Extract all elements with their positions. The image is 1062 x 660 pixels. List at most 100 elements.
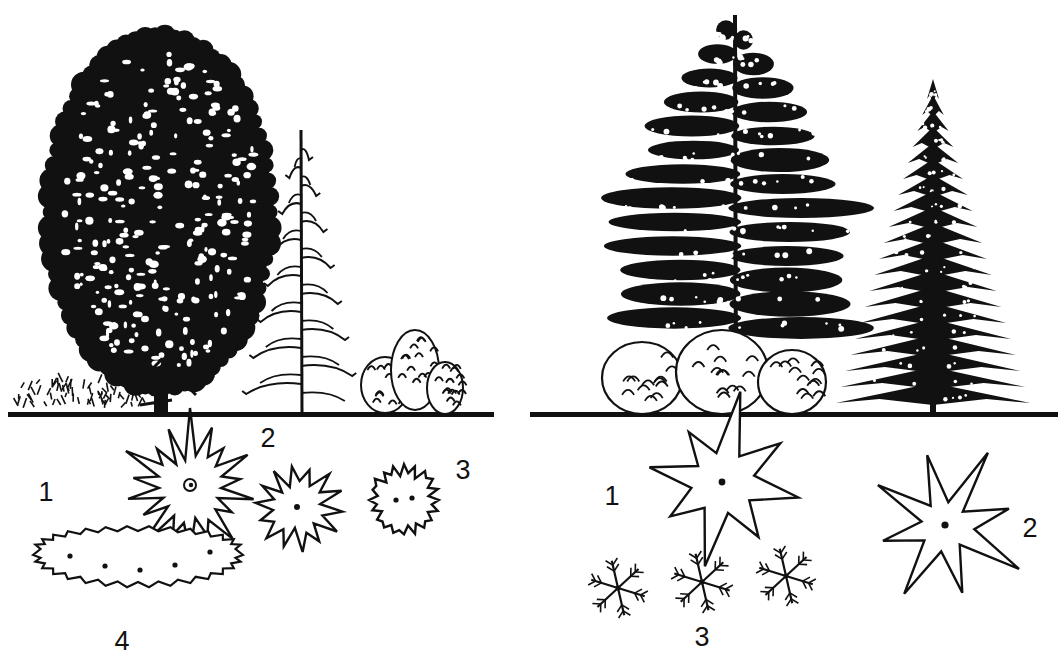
flake-branch — [714, 561, 716, 570]
foliage-tier — [604, 236, 741, 255]
foliage-gap — [943, 397, 947, 401]
herb-stroke — [110, 386, 114, 391]
crown-gap — [221, 328, 227, 335]
foliage-gap — [815, 297, 820, 302]
foliage-gap — [625, 205, 627, 207]
foliage-gap — [704, 79, 709, 84]
foliage-gap — [717, 133, 720, 136]
callout-number: 3 — [455, 457, 470, 484]
young-conifer — [242, 130, 356, 415]
center-dot — [719, 479, 726, 486]
foliage-gap — [798, 128, 801, 131]
herb-stroke — [98, 374, 102, 383]
crown-gap — [77, 219, 83, 222]
foliage-gap — [932, 171, 936, 175]
branch — [301, 248, 322, 257]
flake-branch — [766, 563, 770, 570]
herb-stroke — [66, 376, 69, 382]
flake-branch — [703, 606, 708, 613]
crown-gap — [250, 200, 256, 204]
shrub-texture — [797, 389, 809, 394]
crown-gap — [78, 239, 82, 243]
foliage-gap — [773, 81, 777, 85]
herb-stroke — [114, 387, 116, 395]
flake-branch — [791, 599, 798, 603]
crown-gap — [76, 172, 85, 180]
branch — [301, 320, 333, 329]
shrub-texture — [743, 372, 755, 377]
crown-gap — [123, 168, 133, 175]
foliage-gap — [746, 274, 749, 277]
flake-branch — [635, 589, 642, 593]
shrub-texture — [458, 381, 466, 385]
flake-branch — [688, 594, 690, 603]
herb-stroke — [120, 394, 124, 399]
crown-gap — [102, 240, 106, 247]
shrub-clump — [427, 362, 463, 414]
foliage-tier — [836, 383, 1030, 405]
branch — [301, 185, 320, 196]
herb-stroke — [126, 395, 129, 404]
foliage-gap — [664, 129, 670, 135]
crown-gap — [122, 60, 131, 65]
crown-gap — [91, 250, 98, 255]
herb-stroke — [121, 402, 125, 407]
foliage-gap — [716, 39, 720, 43]
flake-branch — [691, 560, 698, 565]
herb-stroke — [52, 381, 56, 387]
shrub-texture — [717, 388, 729, 393]
crown-gap — [227, 109, 234, 116]
crown-gap — [154, 279, 157, 286]
crown-gap — [199, 172, 206, 178]
crown-gap — [157, 205, 162, 209]
crown-gap — [190, 339, 195, 345]
shrub — [361, 330, 466, 414]
crown-gap — [108, 300, 111, 308]
crown-gap — [214, 291, 217, 298]
branch — [301, 392, 345, 401]
crown-gap — [183, 317, 190, 322]
foliage-gap — [899, 362, 902, 365]
crown-gap — [174, 312, 178, 315]
herb-stroke — [57, 399, 61, 405]
crown-gap — [108, 191, 117, 196]
foliage-gap — [952, 173, 955, 176]
shrub-texture — [807, 381, 819, 386]
herb-stroke — [102, 400, 106, 405]
foliage-gap — [920, 301, 922, 303]
foliage-gap — [934, 220, 937, 223]
crown-gap — [211, 102, 220, 107]
flake-branch — [707, 606, 714, 611]
crown-gap — [203, 130, 211, 136]
crown-edge — [259, 252, 273, 266]
crown-gap — [153, 192, 162, 199]
flake-branch — [706, 600, 713, 605]
flake-branch — [720, 565, 729, 567]
crown-gap — [242, 232, 251, 238]
crown-gap — [181, 82, 186, 89]
crown-gap — [133, 312, 139, 317]
crown-gap — [146, 258, 153, 265]
foliage-gap — [737, 152, 740, 155]
foliage-gap — [959, 251, 962, 254]
crown-gap — [151, 122, 157, 128]
flake-branch — [701, 600, 706, 607]
foliage-gap — [928, 234, 931, 237]
foliage-tier — [733, 53, 774, 75]
crown-gap — [103, 321, 112, 326]
center-dot — [941, 521, 948, 528]
foliage-tier — [648, 141, 739, 160]
flake-branch — [613, 558, 618, 565]
herb-stroke — [103, 392, 106, 399]
shrub-texture — [734, 386, 746, 391]
branch — [272, 302, 301, 311]
flake-branch — [765, 587, 773, 589]
crown-gap — [209, 109, 216, 116]
shrub-texture — [638, 385, 650, 390]
crown-gap — [238, 198, 243, 204]
crown-gap — [167, 59, 172, 67]
herb-stroke — [132, 394, 134, 401]
crown-gap — [208, 136, 213, 140]
